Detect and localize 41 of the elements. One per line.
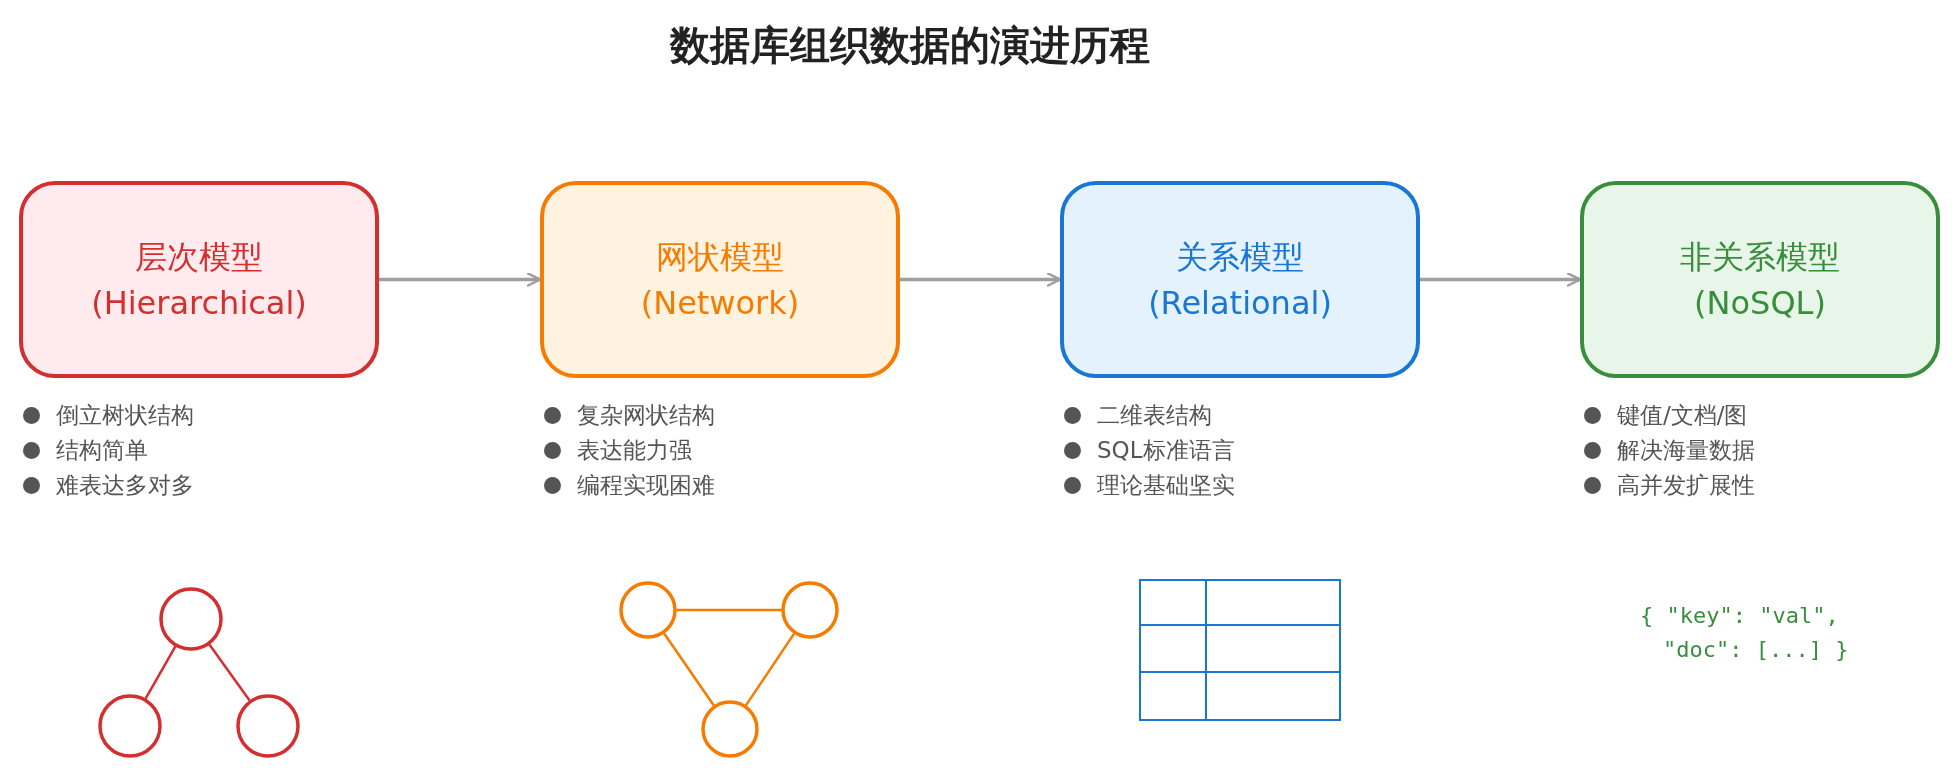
- code-text: { "key": "val",: [1640, 603, 1839, 628]
- model-subtitle: (Relational): [1148, 282, 1332, 324]
- feature-text: 复杂网状结构: [577, 401, 715, 430]
- circle-shape: [235, 693, 301, 759]
- model-box: [19, 181, 379, 378]
- feature-text: 高并发扩展性: [1617, 471, 1755, 500]
- code-text: "doc": [...] }: [1663, 637, 1849, 662]
- feature-text: 二维表结构: [1097, 401, 1212, 430]
- model-subtitle: (Hierarchical): [91, 282, 307, 324]
- model-subtitle: (Network): [640, 282, 800, 324]
- model-box: [1060, 181, 1420, 378]
- feature-text: 理论基础坚实: [1097, 471, 1235, 500]
- model-name: 层次模型: [135, 236, 263, 278]
- feature-text: 键值/文档/图: [1617, 401, 1748, 430]
- title: 数据库组织数据的演进历程: [668, 21, 1151, 70]
- model-box: [540, 181, 900, 378]
- model-subtitle: (NoSQL): [1694, 282, 1826, 324]
- feature-text: 表达能力强: [577, 436, 692, 465]
- feature-text: 编程实现困难: [577, 471, 715, 500]
- circle-shape: [618, 580, 678, 640]
- connector-line: [676, 608, 782, 612]
- arrow: [1420, 272, 1582, 287]
- arrow: [900, 272, 1062, 287]
- circle-shape: [97, 693, 163, 759]
- connector-line: [663, 632, 715, 707]
- circle-shape: [158, 586, 224, 652]
- connector-line: [144, 645, 177, 700]
- feature-text: SQL标准语言: [1097, 436, 1235, 465]
- feature-text: 结构简单: [56, 436, 148, 465]
- circle-shape: [700, 699, 760, 759]
- model-name: 网状模型: [656, 236, 784, 278]
- feature-text: 倒立树状结构: [56, 401, 194, 430]
- connector-line: [208, 643, 251, 702]
- model-name: 非关系模型: [1680, 236, 1840, 278]
- connector-line: [744, 632, 796, 707]
- circle-shape: [780, 580, 840, 640]
- arrow: [379, 272, 542, 287]
- feature-text: 解决海量数据: [1617, 436, 1755, 465]
- model-name: 关系模型: [1176, 236, 1304, 278]
- model-box: [1580, 181, 1940, 378]
- feature-text: 难表达多对多: [56, 471, 194, 500]
